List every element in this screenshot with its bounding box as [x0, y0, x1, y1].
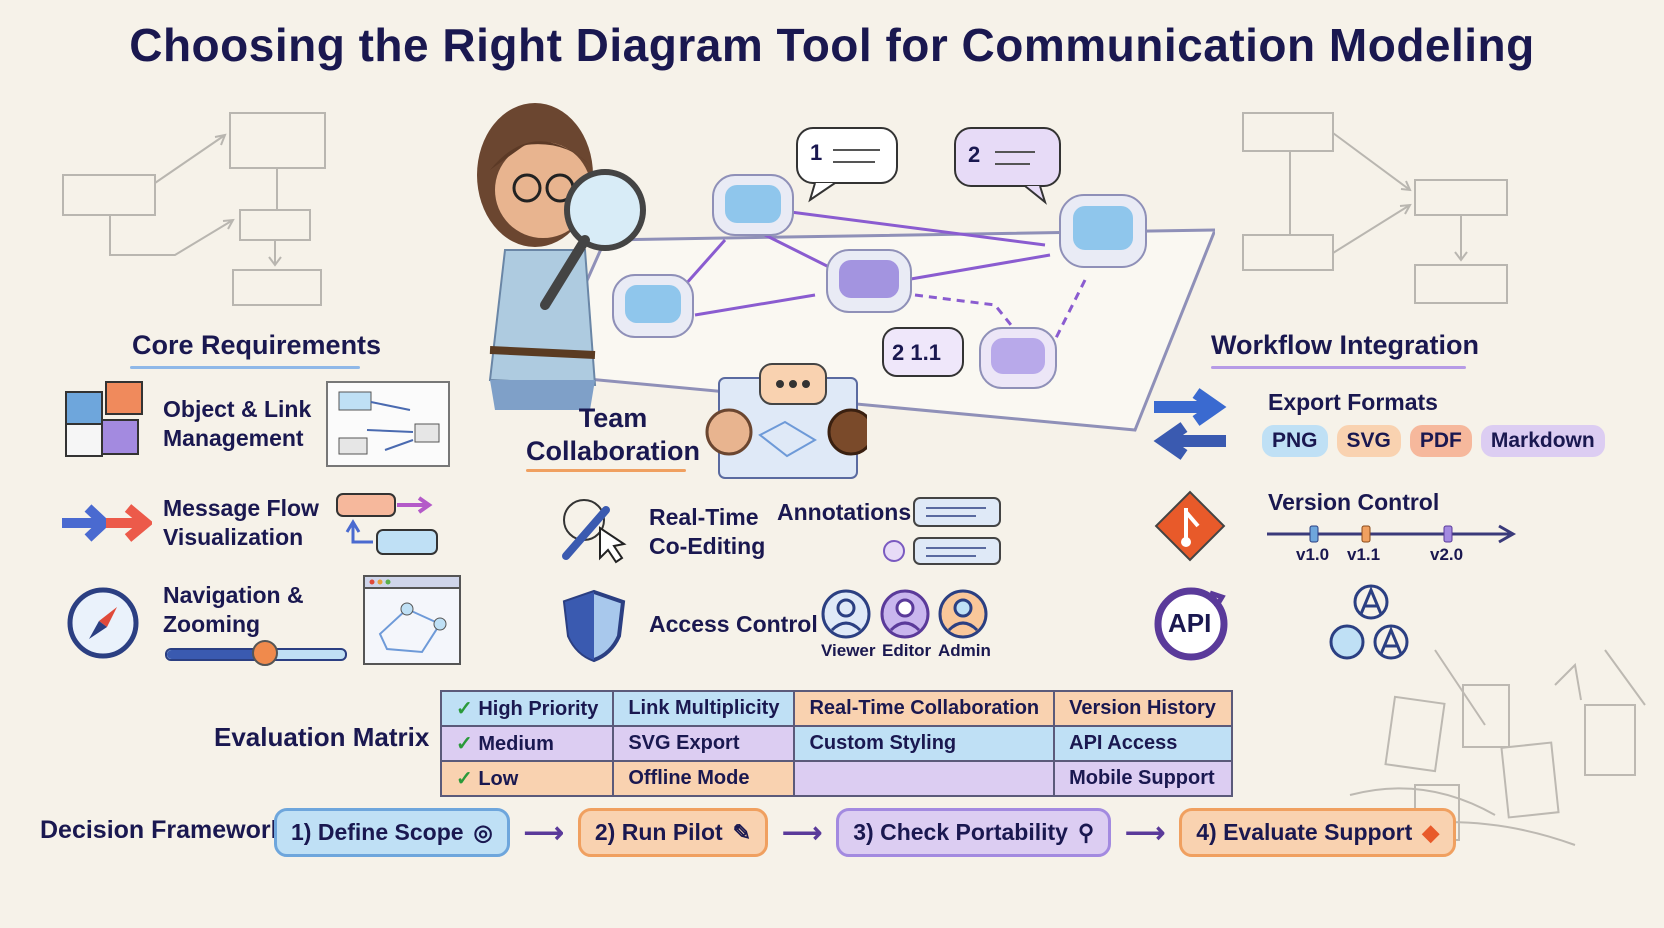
- target-icon: ◎: [473, 819, 493, 845]
- matrix-row-medium: ✓ Medium SVG Export Custom Styling API A…: [439, 725, 1234, 762]
- export-formats-label: Export Formats: [1268, 389, 1438, 415]
- matrix-cell: API Access: [1053, 725, 1234, 762]
- message-bubble-3: [882, 327, 964, 377]
- bubble-label-2: 2: [968, 142, 981, 167]
- bubble-label-1: 1: [810, 140, 823, 165]
- step-define-scope[interactable]: 1) Define Scope◎: [274, 808, 510, 857]
- format-pdf[interactable]: PDF: [1409, 425, 1472, 457]
- page-title: Choosing the Right Diagram Tool for Comm…: [129, 19, 1535, 71]
- compass-icon: [67, 587, 139, 659]
- api-icon: [1154, 587, 1228, 661]
- core-requirements-underline: [130, 366, 360, 369]
- team-meeting-illustration: [705, 363, 867, 479]
- role-editor: Editor: [882, 641, 932, 660]
- robot-agent-5: [979, 327, 1057, 389]
- viewer-avatar-icon: [821, 589, 871, 639]
- sync-arrows-icon: [1153, 388, 1227, 460]
- workflow-integration-heading: Workflow Integration: [1211, 330, 1479, 360]
- format-svg[interactable]: SVG: [1336, 425, 1401, 457]
- matrix-cell: Custom Styling: [793, 725, 1056, 762]
- format-chips: PNG SVG PDF Markdown: [1262, 425, 1605, 457]
- robot-agent-4: [1059, 194, 1147, 268]
- matrix-cell: [793, 760, 1056, 797]
- puzzle-icon: [65, 381, 143, 457]
- robot-agent-3: [826, 249, 912, 313]
- object-link-thumbnail: [326, 381, 450, 467]
- navigation-thumbnail: [363, 575, 461, 665]
- matrix-cell: ✓ Low: [439, 760, 615, 797]
- robot-agent-2: [612, 274, 694, 338]
- diamond-icon: ◆: [1422, 819, 1440, 845]
- admin-avatar-icon: [938, 589, 988, 639]
- core-requirements-heading: Core Requirements: [132, 330, 382, 360]
- matrix-cell: Version History: [1053, 690, 1234, 727]
- message-bubble-1: [796, 127, 898, 203]
- arrow-icon: ⟶: [523, 817, 564, 848]
- version-1: v1.0: [1296, 545, 1330, 564]
- version-control-label: Version Control: [1268, 489, 1440, 515]
- co-editing-label: Real-Time Co-Editing: [649, 504, 766, 559]
- format-png[interactable]: PNG: [1262, 425, 1328, 457]
- shield-icon: [562, 589, 626, 663]
- core-item-label-2: Message Flow Visualization: [163, 495, 319, 550]
- central-illustration: [477, 103, 1215, 432]
- pen-icon: ✎: [732, 819, 752, 845]
- access-control-label: Access Control: [649, 611, 818, 637]
- core-item-label-1: Object & Link Management: [163, 396, 312, 451]
- robot-agent-1: [712, 174, 794, 236]
- core-item-label-3: Navigation & Zooming: [163, 582, 304, 637]
- matrix-cell: Link Multiplicity: [612, 690, 796, 727]
- version-3: v2.0: [1430, 545, 1464, 564]
- api-label: API: [1168, 608, 1212, 638]
- version-timeline: [1267, 524, 1517, 544]
- arrow-icon: ⟶: [1125, 817, 1166, 848]
- evaluation-matrix-label: Evaluation Matrix: [214, 722, 430, 752]
- version-2: v1.1: [1347, 545, 1381, 564]
- arrow-icon: ⟶: [782, 817, 823, 848]
- matrix-cell: Offline Mode: [612, 760, 796, 797]
- matrix-row-low: ✓ Low Offline Mode Mobile Support: [439, 760, 1234, 797]
- message-bubble-2: [954, 127, 1061, 205]
- role-avatars: [821, 589, 988, 639]
- bubble-label-3: 2 1.1: [892, 340, 941, 365]
- workflow-integration-underline: [1211, 366, 1466, 369]
- annotations-label: Annotations: [777, 499, 912, 525]
- editor-avatar-icon: [880, 589, 930, 639]
- team-collaboration-underline: [526, 469, 686, 472]
- step-run-pilot[interactable]: 2) Run Pilot✎: [577, 808, 769, 857]
- plugin-icons: [1329, 584, 1409, 660]
- zoom-slider-thumb[interactable]: [252, 640, 278, 666]
- matrix-cell: Real-Time Collaboration: [793, 690, 1056, 727]
- role-admin: Admin: [938, 641, 991, 660]
- document-sketches: [1349, 649, 1646, 846]
- background-flowchart-right: [1242, 112, 1508, 304]
- step-check-portability[interactable]: 3) Check Portability⚲: [836, 808, 1112, 857]
- message-flow-thumbnail: [336, 493, 438, 555]
- matrix-cell: ✓ High Priority: [439, 690, 615, 727]
- matrix-cell: SVG Export: [612, 725, 796, 762]
- team-collaboration-heading: Team Collaboration: [526, 403, 700, 466]
- lock-icon: ⚲: [1077, 819, 1095, 845]
- co-editing-icon: [562, 499, 627, 564]
- magnifier-icon: [564, 169, 646, 251]
- git-icon: [1154, 490, 1226, 562]
- role-viewer: Viewer: [821, 641, 876, 660]
- matrix-row-high: ✓ High Priority Link Multiplicity Real-T…: [439, 690, 1234, 727]
- arrows-icon: [62, 504, 152, 542]
- annotations-icon: [883, 497, 1001, 565]
- decision-framework-label: Decision Framework: [40, 816, 285, 844]
- decision-steps: 1) Define Scope◎ ⟶ 2) Run Pilot✎ ⟶ 3) Ch…: [274, 808, 1457, 857]
- matrix-cell: Mobile Support: [1053, 760, 1234, 797]
- matrix-cell: ✓ Medium: [439, 725, 615, 762]
- evaluation-matrix: ✓ High Priority Link Multiplicity Real-T…: [439, 690, 1234, 797]
- analyst-figure: [477, 103, 646, 410]
- step-evaluate-support[interactable]: 4) Evaluate Support◆: [1179, 808, 1457, 857]
- background-flowchart-left: [62, 112, 326, 306]
- format-markdown[interactable]: Markdown: [1480, 425, 1605, 457]
